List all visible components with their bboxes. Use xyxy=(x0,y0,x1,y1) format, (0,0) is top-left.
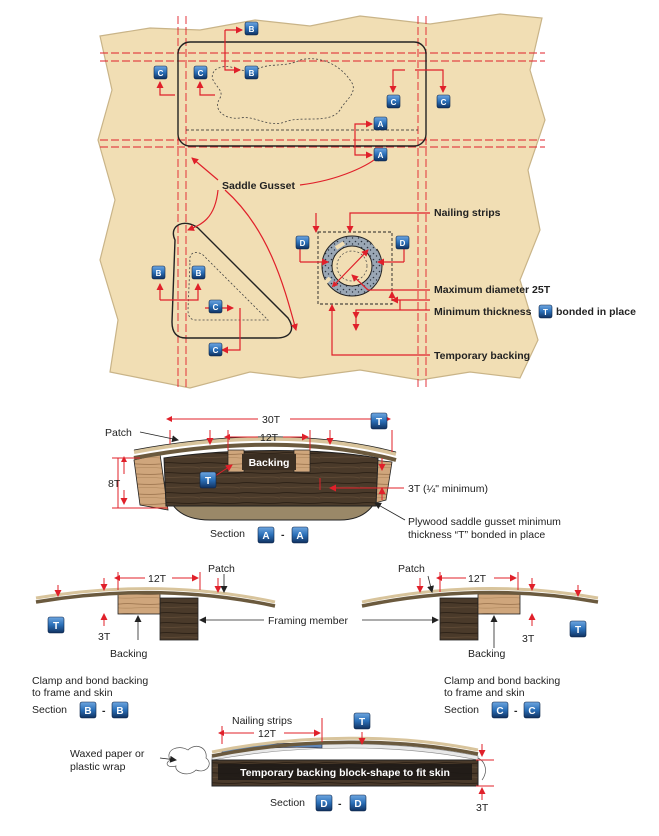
svg-text:C: C xyxy=(528,706,535,717)
dim-12t-a: 12T xyxy=(260,432,279,444)
section-c-c: Patch 12T 3T Backing T Clamp and bond ba… xyxy=(361,563,599,719)
temporary-backing-label: Temporary backing xyxy=(434,350,530,362)
upper-patch-outline xyxy=(177,41,427,147)
section-marker-icon: T xyxy=(47,616,65,634)
svg-text:C: C xyxy=(198,69,204,78)
svg-text:B: B xyxy=(116,706,123,717)
svg-text:T: T xyxy=(359,717,365,728)
section-d-d: Temporary backing block-shape to fit ski… xyxy=(70,712,494,814)
svg-text:T: T xyxy=(205,476,211,487)
gusset-note-line1: Plywood saddle gusset minimum xyxy=(408,516,561,528)
svg-text:B: B xyxy=(84,706,91,717)
patch-label-a: Patch xyxy=(105,427,132,439)
svg-text:D: D xyxy=(354,799,361,810)
dim-12t-d: 12T xyxy=(258,728,277,740)
svg-text:D: D xyxy=(300,239,306,248)
patch-label-b: Patch xyxy=(208,563,235,575)
section-b-b: Patch 12T 3T Backing T Clamp and bond ba… xyxy=(32,563,276,719)
dim-8t: 8T xyxy=(108,478,121,490)
nailing-strips-label-d: Nailing strips xyxy=(232,715,292,727)
saddle-gusset-label: Saddle Gusset xyxy=(222,180,295,192)
svg-text:A: A xyxy=(378,151,384,160)
section-c-caption: Section xyxy=(444,704,479,716)
svg-text:A: A xyxy=(262,531,269,542)
block-label: Temporary backing block-shape to fit ski… xyxy=(240,767,450,779)
min-thickness-label: Minimum thickness xyxy=(434,306,532,318)
dim-3t-c: 3T xyxy=(522,633,535,645)
section-marker-icon: C xyxy=(491,701,509,719)
section-marker-icon: A xyxy=(291,526,309,544)
clamp-note-b-line1: Clamp and bond backing xyxy=(32,675,148,687)
backing-label-c: Backing xyxy=(468,648,506,660)
section-b-caption: Section xyxy=(32,704,67,716)
clamp-note-c-line2: to frame and skin xyxy=(444,687,525,699)
section-marker-icon: T xyxy=(353,712,371,730)
nailing-strips-label: Nailing strips xyxy=(434,207,501,219)
dim-3t-a: 3T (¼" minimum) xyxy=(408,483,488,495)
waxed-paper-line2: plastic wrap xyxy=(70,761,126,773)
waxed-paper-line1: Waxed paper or xyxy=(70,748,145,760)
svg-text:C: C xyxy=(213,346,219,355)
svg-text:D: D xyxy=(400,239,406,248)
clamp-note-c-line1: Clamp and bond backing xyxy=(444,675,560,687)
section-marker-icon: D xyxy=(349,794,367,812)
bonded-in-place-label: bonded in place xyxy=(556,306,636,318)
section-marker-icon: C xyxy=(523,701,541,719)
svg-text:B: B xyxy=(156,269,162,278)
svg-text:A: A xyxy=(378,120,384,129)
section-a-a: Backing Patch 30T 12T xyxy=(105,412,561,544)
round-patch-outline xyxy=(317,231,393,305)
section-c-dash: - xyxy=(514,705,518,717)
section-marker-icon: T xyxy=(370,412,388,430)
plan-view: B B C C C C A A B B C C D D Saddle Gusse… xyxy=(97,13,636,389)
patch-label-c: Patch xyxy=(398,563,425,575)
framing-member-label: Framing member xyxy=(268,615,348,627)
svg-text:T: T xyxy=(376,417,382,428)
section-marker-icon: T xyxy=(569,620,587,638)
backing-label-b: Backing xyxy=(110,648,148,660)
clamp-note-b-line2: to frame and skin xyxy=(32,687,113,699)
section-a-dash: - xyxy=(281,529,285,541)
dim-3t-b: 3T xyxy=(98,631,111,643)
section-d-caption: Section xyxy=(270,797,305,809)
dim-30t: 30T xyxy=(262,414,281,426)
svg-text:C: C xyxy=(496,706,503,717)
skin-panel xyxy=(97,13,546,389)
svg-text:C: C xyxy=(158,69,164,78)
svg-text:D: D xyxy=(320,799,327,810)
triangle-patch-outline xyxy=(171,222,293,339)
svg-text:T: T xyxy=(575,625,581,636)
section-a-caption: Section xyxy=(210,528,245,540)
svg-text:B: B xyxy=(249,69,255,78)
svg-text:T: T xyxy=(543,308,548,317)
dim-3t-d: 3T xyxy=(476,802,489,814)
section-marker-icon: A xyxy=(257,526,275,544)
backing-label-a: Backing xyxy=(249,457,290,469)
section-marker-icon: B B C C C C A A B B C C D D xyxy=(151,21,451,357)
section-marker-icon: T xyxy=(538,304,553,319)
svg-text:T: T xyxy=(53,621,59,632)
dim-12t-c: 12T xyxy=(468,573,487,585)
svg-text:C: C xyxy=(441,98,447,107)
svg-text:B: B xyxy=(196,269,202,278)
section-marker-icon: B xyxy=(79,701,97,719)
section-b-dash: - xyxy=(102,705,106,717)
section-marker-icon: B xyxy=(111,701,129,719)
svg-text:C: C xyxy=(391,98,397,107)
max-diameter-label: Maximum diameter 25T xyxy=(434,284,551,296)
damage-outline xyxy=(212,58,354,124)
section-marker-icon: T xyxy=(199,471,217,489)
svg-text:A: A xyxy=(296,531,303,542)
section-d-dash: - xyxy=(338,798,342,810)
section-marker-icon: D xyxy=(315,794,333,812)
svg-text:B: B xyxy=(249,25,255,34)
dim-12t-b: 12T xyxy=(148,573,167,585)
svg-text:C: C xyxy=(213,303,219,312)
gusset-note-line2: thickness “T” bonded in place xyxy=(408,529,545,541)
